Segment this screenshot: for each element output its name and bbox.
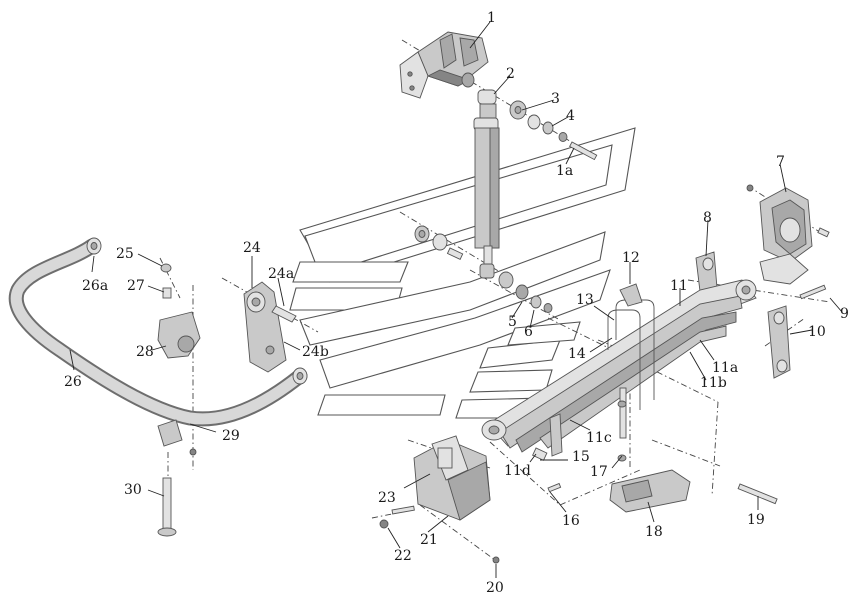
- callout-labels: 1 2 3 4 1a 7 8 9 10 11 11a 11b 11c 11d 1…: [64, 10, 849, 596]
- callout-2: 2: [506, 66, 515, 82]
- callout-22: 22: [394, 548, 412, 564]
- callout-11: 11: [670, 278, 688, 294]
- callout-30: 30: [124, 482, 142, 498]
- callout-23: 23: [378, 490, 396, 506]
- stabilizer-bar: [8, 237, 308, 447]
- callout-6: 6: [524, 324, 533, 340]
- shock-upper-bracket: [399, 31, 489, 99]
- shackle-parts: [695, 251, 827, 379]
- callout-5: 5: [508, 314, 517, 330]
- callout-17: 17: [590, 464, 608, 480]
- front-spring-hanger: [746, 184, 830, 285]
- callout-21: 21: [420, 532, 438, 548]
- rear-spring-bracket: [379, 435, 562, 564]
- callout-27: 27: [127, 278, 145, 294]
- callout-20: 20: [486, 580, 504, 596]
- callout-26: 26: [64, 374, 82, 390]
- callout-4: 4: [566, 108, 575, 124]
- callout-15: 15: [572, 449, 590, 465]
- callout-24b: 24b: [302, 344, 329, 360]
- callout-3: 3: [551, 91, 560, 107]
- stabilizer-clamp: [157, 263, 201, 359]
- callout-11b: 11b: [700, 375, 727, 391]
- lower-plate-and-bolts: [609, 387, 778, 513]
- callout-11a: 11a: [712, 360, 738, 376]
- callout-12: 12: [622, 250, 640, 266]
- callout-24a: 24a: [268, 266, 294, 282]
- callout-11d: 11d: [504, 463, 531, 479]
- callout-18: 18: [645, 524, 663, 540]
- callout-1a: 1a: [556, 163, 573, 179]
- callout-13: 13: [576, 292, 594, 308]
- callout-26a: 26a: [82, 278, 108, 294]
- callout-28: 28: [136, 344, 154, 360]
- callout-24: 24: [243, 240, 261, 256]
- callout-29: 29: [222, 428, 240, 444]
- upper-bushing-parts: [509, 100, 598, 161]
- leaf-spring: [481, 279, 757, 457]
- callout-10: 10: [808, 324, 826, 340]
- callout-25: 25: [116, 246, 134, 262]
- leader-lines: [69, 21, 843, 578]
- callout-14: 14: [568, 346, 586, 362]
- callout-19: 19: [747, 512, 765, 528]
- u-bolts: [607, 283, 655, 410]
- callout-9: 9: [840, 306, 849, 322]
- callout-1: 1: [487, 10, 496, 26]
- callout-11c: 11c: [586, 430, 612, 446]
- callout-7: 7: [776, 154, 785, 170]
- callout-16: 16: [562, 513, 580, 529]
- stabilizer-link: [243, 281, 297, 373]
- lower-bushing-parts: [414, 225, 553, 313]
- callout-8: 8: [703, 210, 712, 226]
- shock-absorber: [461, 72, 500, 279]
- long-bolt: [157, 448, 197, 537]
